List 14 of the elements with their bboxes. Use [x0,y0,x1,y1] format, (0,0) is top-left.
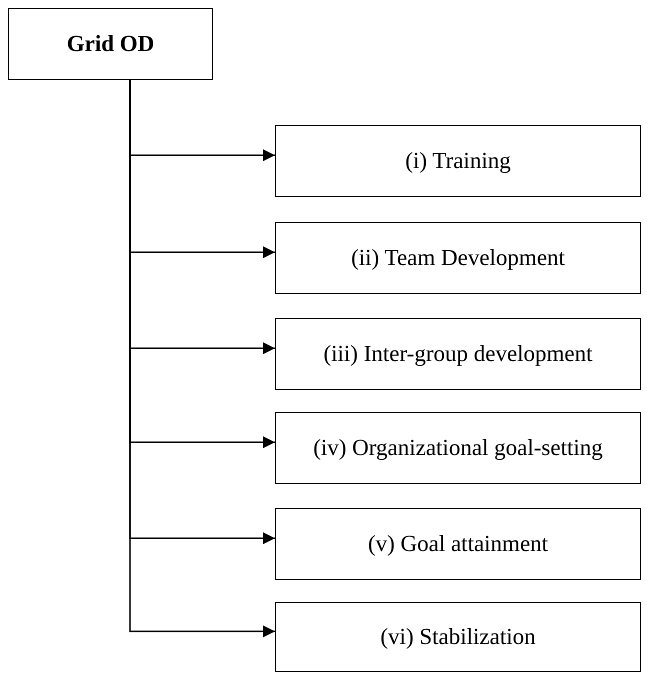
step-label: (ii) Team Development [350,245,566,271]
process-box [275,222,641,294]
process-box [275,602,641,672]
step-label: (iii) Inter-group development [322,341,594,367]
step-label: (iv) Organizational goal-setting [312,435,604,461]
step-label: (vi) Stabilization [379,624,537,650]
step-label: (i) Training [404,148,512,174]
process-box [275,508,641,580]
root-box [8,8,213,80]
process-box [275,318,641,390]
process-box [275,412,641,484]
process-box [275,125,641,197]
title-text: Grid OD [66,31,156,57]
step-label: (v) Goal attainment [366,531,550,557]
